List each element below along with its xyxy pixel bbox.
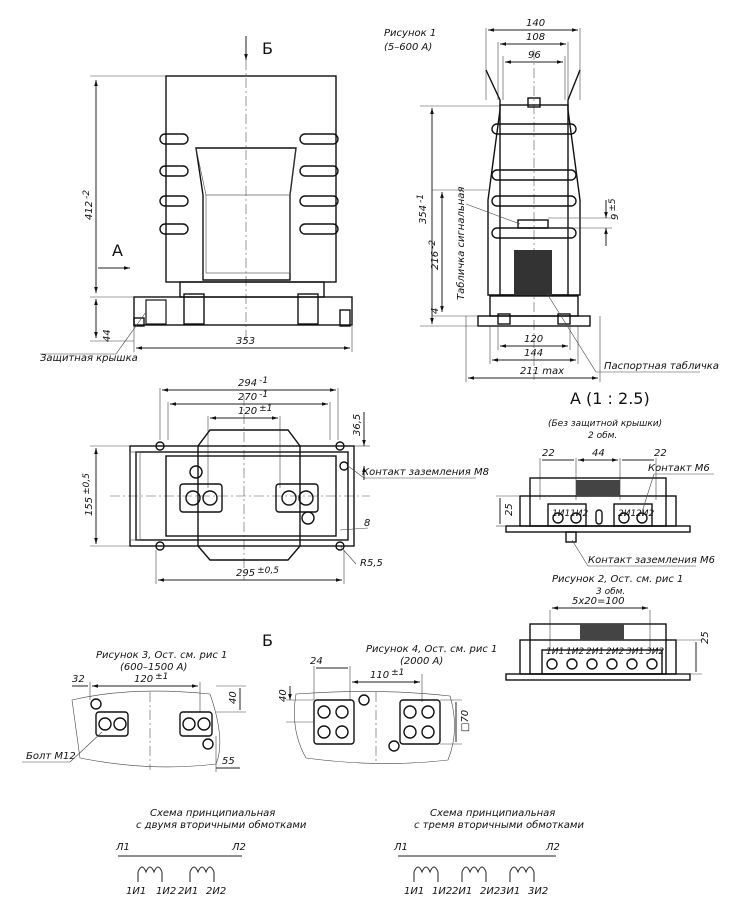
figure-3: Рисунок 3, Ост. см. рис 1 (600–1500 А) 3…: [22, 650, 246, 772]
passport-plate-callout: Паспортная табличка: [604, 360, 719, 372]
svg-text:120±1: 120±1: [134, 672, 168, 685]
svg-text:Рисунок 1: Рисунок 1: [384, 28, 436, 39]
svg-text:412-2: 412-2: [82, 190, 95, 220]
svg-text:3И2: 3И2: [646, 647, 664, 657]
svg-text:44: 44: [102, 329, 113, 342]
view-a: А (1 : 2.5) (Без защитной крышки) 2 обм.…: [496, 389, 715, 567]
svg-text:96: 96: [528, 50, 541, 61]
protective-cover-callout: Защитная крышка: [40, 353, 138, 364]
svg-text:А (1 : 2.5): А (1 : 2.5): [570, 389, 650, 408]
svg-text:Рисунок 2, Ост. см. рис 1: Рисунок 2, Ост. см. рис 1: [552, 574, 683, 585]
figure-2-three-windings: Рисунок 2, Ост. см. рис 1 3 обм. 5х20=10…: [505, 574, 711, 681]
signal-plate-callout: Табличка сигнальная: [455, 187, 467, 300]
svg-text:5х20=100: 5х20=100: [572, 596, 624, 607]
svg-text:с тремя вторичными обмотками: с тремя вторичными обмотками: [414, 819, 584, 831]
ground-m6-callout: Контакт заземления М6: [588, 555, 715, 566]
svg-text:Рисунок 4, Ост. см. рис 1: Рисунок 4, Ост. см. рис 1: [366, 644, 497, 655]
svg-text:3И2: 3И2: [528, 886, 548, 897]
svg-text:110±1: 110±1: [370, 668, 404, 681]
svg-text:211 max: 211 max: [520, 366, 564, 377]
svg-text:8: 8: [364, 518, 370, 529]
svg-text:Л2: Л2: [545, 842, 560, 853]
svg-text:2 обм.: 2 обм.: [588, 431, 617, 441]
svg-text:25: 25: [700, 631, 711, 644]
svg-text:1И2: 1И2: [566, 647, 584, 657]
side-view: Рисунок 1 (5–600 А) 140 108 96 354-: [384, 18, 719, 382]
svg-text:55: 55: [222, 756, 235, 767]
svg-text:1И1: 1И1: [404, 886, 424, 897]
svg-text:108: 108: [526, 32, 545, 43]
a-arrow-label: А: [112, 241, 123, 260]
bolt-m12-callout: Болт М12: [26, 751, 76, 762]
svg-text:40: 40: [228, 691, 239, 704]
svg-text:25: 25: [504, 503, 515, 516]
svg-text:Схема принципиальная: Схема принципиальная: [430, 808, 555, 819]
svg-text:3 обм.: 3 обм.: [596, 587, 625, 597]
svg-text:4: 4: [430, 308, 441, 314]
b-view-title: Б: [262, 631, 273, 650]
svg-text:22: 22: [542, 448, 555, 459]
svg-text:2И2: 2И2: [606, 647, 624, 657]
scheme-two-windings: Схема принципиальная с двумя вторичными …: [115, 808, 307, 897]
svg-text:295±0,5: 295±0,5: [236, 566, 279, 579]
svg-text:1И2: 1И2: [432, 886, 452, 897]
svg-text:44: 44: [592, 448, 605, 459]
svg-text:R5,5: R5,5: [360, 558, 383, 569]
svg-text:Л1: Л1: [393, 842, 408, 853]
svg-text:(Без защитной крышки): (Без защитной крышки): [548, 419, 662, 429]
svg-text:120±1: 120±1: [238, 404, 272, 417]
svg-text:3И1: 3И1: [626, 647, 644, 657]
svg-text:(5–600 А): (5–600 А): [384, 42, 432, 53]
scheme-three-windings: Схема принципиальная с тремя вторичными …: [393, 808, 584, 897]
svg-text:155±0,5: 155±0,5: [82, 473, 95, 516]
svg-text:Л2: Л2: [231, 842, 246, 853]
svg-text:216-2: 216-2: [428, 240, 441, 270]
ground-m8-callout: Контакт заземления М8: [362, 467, 489, 478]
svg-text:2И2: 2И2: [206, 886, 226, 897]
svg-text:270-1: 270-1: [238, 390, 268, 403]
svg-text:1И2: 1И2: [570, 509, 588, 519]
figure-4: Рисунок 4, Ост. см. рис 1 (2000 А) 24 11…: [278, 644, 497, 764]
svg-text:Схема принципиальная: Схема принципиальная: [150, 808, 275, 819]
svg-text:2И2: 2И2: [636, 509, 654, 519]
svg-text:120: 120: [524, 334, 543, 345]
svg-text:24: 24: [310, 656, 323, 667]
contact-m6-callout: Контакт М6: [648, 463, 710, 474]
svg-text:□70: □70: [460, 710, 471, 732]
svg-text:9±5: 9±5: [608, 198, 621, 220]
b-arrow-label: Б: [262, 39, 273, 58]
svg-text:(600–1500 А): (600–1500 А): [120, 662, 187, 673]
svg-text:2И1: 2И1: [618, 509, 636, 519]
svg-text:140: 140: [526, 18, 545, 29]
svg-text:1И1: 1И1: [552, 509, 570, 519]
svg-text:2И1: 2И1: [452, 886, 472, 897]
top-view: 294-1 270-1 120±1 155±0,5: [82, 376, 489, 584]
svg-text:(2000 А): (2000 А): [400, 656, 443, 667]
svg-text:1И2: 1И2: [156, 886, 176, 897]
svg-text:353: 353: [236, 336, 255, 347]
svg-text:144: 144: [524, 348, 543, 359]
svg-text:Рисунок 3, Ост. см. рис 1: Рисунок 3, Ост. см. рис 1: [96, 650, 227, 661]
svg-text:с двумя вторичными обмотками: с двумя вторичными обмотками: [136, 819, 307, 831]
svg-text:1И1: 1И1: [546, 647, 564, 657]
svg-text:354-1: 354-1: [416, 194, 429, 224]
svg-text:2И1: 2И1: [178, 886, 198, 897]
svg-text:3И1: 3И1: [500, 886, 520, 897]
svg-text:2И1: 2И1: [586, 647, 604, 657]
svg-text:Л1: Л1: [115, 842, 130, 853]
svg-text:2И2: 2И2: [480, 886, 500, 897]
svg-text:294-1: 294-1: [238, 376, 268, 389]
front-view: Б 412-2 44 А: [40, 36, 353, 364]
svg-text:1И1: 1И1: [126, 886, 146, 897]
svg-text:32: 32: [72, 674, 85, 685]
svg-text:36,5: 36,5: [352, 414, 363, 436]
svg-text:40: 40: [278, 689, 289, 702]
svg-text:22: 22: [654, 448, 667, 459]
